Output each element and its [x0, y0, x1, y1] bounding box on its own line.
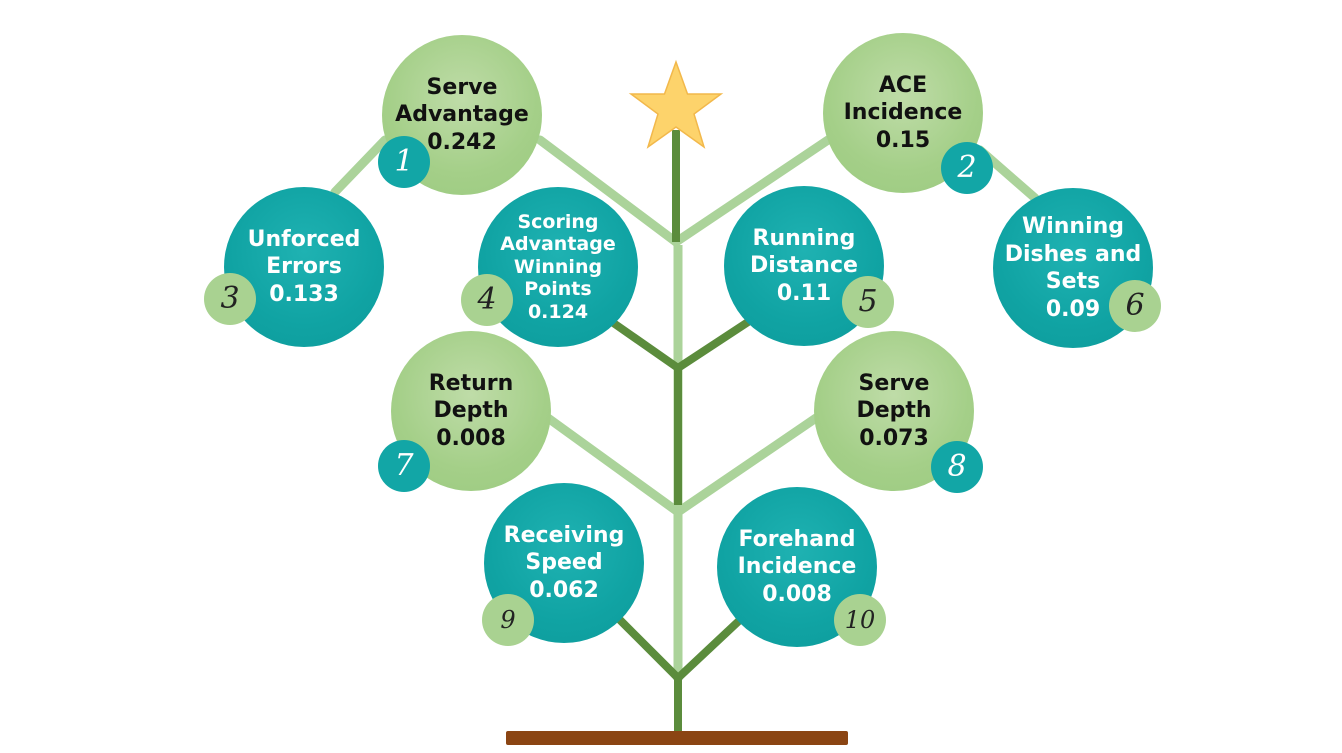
rank-badge-10: 10 — [834, 594, 886, 646]
node-value: 0.242 — [427, 129, 497, 155]
node-scoring-advantage: Scoring Advantage Winning Points 0.124 — [478, 187, 638, 347]
rank-badge-9: 9 — [482, 594, 534, 646]
rank-badge-5: 5 — [842, 276, 894, 328]
rank-badge-4: 4 — [461, 274, 513, 326]
branch-receiving-speed — [616, 616, 682, 682]
branch-return-depth — [543, 413, 683, 517]
branch-unforced-errors — [330, 135, 390, 197]
node-label: Scoring Advantage Winning Points — [500, 210, 616, 301]
branch-scoring-advantage — [608, 318, 682, 372]
node-label: Winning Dishes and Sets — [1004, 214, 1142, 294]
branch-running-distance — [674, 318, 752, 372]
node-winning-sets: Winning Dishes and Sets 0.09 — [993, 188, 1153, 348]
node-label: Serve Depth — [856, 370, 932, 424]
node-label: Running Distance — [750, 225, 858, 279]
rank-badge-6: 6 — [1109, 280, 1161, 332]
branch-serve-advantage — [535, 135, 681, 247]
node-label: ACE Incidence — [843, 72, 963, 126]
rank-badge-8: 8 — [931, 441, 983, 493]
node-value: 0.008 — [436, 425, 506, 451]
node-value: 0.008 — [762, 581, 832, 607]
branch-ace-incidence — [671, 135, 833, 247]
branch-forehand-incidence — [674, 614, 746, 682]
ground-bar — [506, 731, 848, 745]
node-label: Serve Advantage — [395, 74, 529, 128]
rank-badge-7: 7 — [378, 440, 430, 492]
node-value: 0.11 — [776, 280, 832, 306]
node-label: Forehand Incidence — [737, 526, 857, 580]
branch-serve-depth — [673, 413, 821, 517]
node-label: Unforced Errors — [247, 226, 361, 280]
node-value: 0.15 — [875, 127, 931, 153]
node-value: 0.133 — [269, 281, 339, 307]
node-serve-depth: Serve Depth 0.073 — [814, 331, 974, 491]
node-unforced-errors: Unforced Errors 0.133 — [224, 187, 384, 347]
star-icon — [628, 59, 724, 149]
rank-badge-2: 2 — [941, 142, 993, 194]
rank-badge-1: 1 — [378, 136, 430, 188]
node-value: 0.062 — [529, 577, 599, 603]
rank-badge-3: 3 — [204, 273, 256, 325]
node-value: 0.124 — [527, 300, 589, 323]
node-value: 0.073 — [859, 425, 929, 451]
node-label: Return Depth — [428, 370, 514, 424]
node-value: 0.09 — [1045, 296, 1101, 322]
node-label: Receiving Speed — [503, 522, 625, 576]
